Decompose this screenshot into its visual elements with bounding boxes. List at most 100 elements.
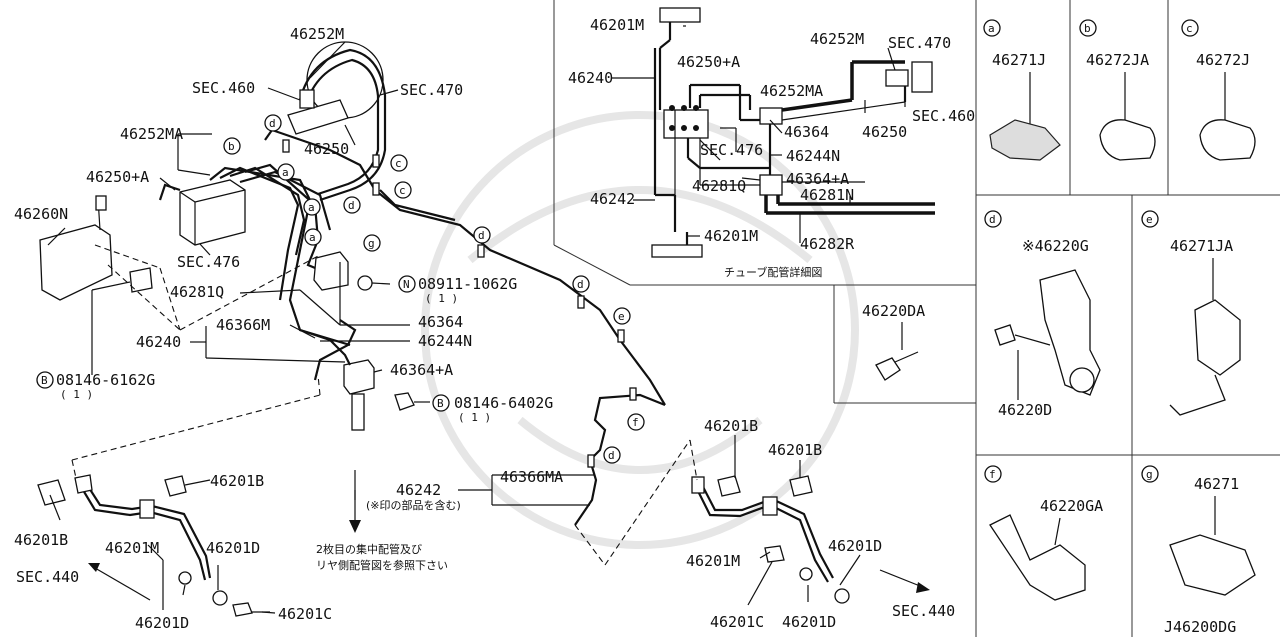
label-bolt-2: 08146-6402G: [454, 394, 553, 412]
label-46201M: 46201M: [105, 539, 159, 557]
svg-text:g: g: [1146, 468, 1153, 481]
inset-sec470: SEC.470: [888, 34, 951, 52]
inset-labels: 46201M 46240 46250+A 46252M SEC.470 4625…: [568, 16, 975, 279]
svg-text:a: a: [282, 166, 289, 179]
callout-c: c: [390, 154, 408, 172]
svg-text:46271: 46271: [1194, 475, 1239, 493]
label-46201M: 46201M: [686, 552, 740, 570]
svg-text:d: d: [989, 213, 996, 226]
label-46260N: 46260N: [14, 205, 68, 223]
leader-lines: [47, 25, 906, 614]
label-46201C: 46201C: [278, 605, 332, 623]
inset-46252M: 46252M: [810, 30, 864, 48]
label-46244N: 46244N: [418, 332, 472, 350]
side-part-b: b 46272JA: [1079, 19, 1156, 161]
callout-a: a: [277, 163, 295, 181]
svg-text:f: f: [632, 416, 639, 429]
callout-d: d: [264, 114, 282, 132]
svg-text:46220GA: 46220GA: [1040, 497, 1103, 515]
label-46201D: 46201D: [206, 539, 260, 557]
main-labels: 46252M SEC.460 SEC.470 46252MA 46250 462…: [14, 25, 955, 632]
label-46201B: 46201B: [210, 472, 264, 490]
label-46201C: 46201C: [710, 613, 764, 631]
side-part-a: a 46271J: [983, 19, 1061, 161]
note-rear-line-2: リヤ側配管図を参照下さい: [316, 558, 448, 572]
svg-text:a: a: [988, 22, 995, 35]
inset-46364: 46364: [784, 123, 829, 141]
inset-46240: 46240: [568, 69, 613, 87]
label-46242: 46242: [396, 481, 441, 499]
callout-d: d: [473, 226, 491, 244]
side-part-f: f 46220GA: [984, 465, 1103, 601]
callout-a: a: [303, 198, 321, 216]
callout-letters: d b c a c d a a g d d e f d: [223, 114, 645, 464]
arrow-icon: [88, 470, 930, 601]
circled-b-bolt-icon: B: [432, 394, 450, 412]
label-sec440: SEC.440: [892, 602, 955, 620]
label-46201D: 46201D: [828, 537, 882, 555]
side-part-e: e 46271JA: [1141, 210, 1241, 416]
label-46366MA: 46366MA: [500, 468, 563, 486]
side-part-bolt: 46220DA: [862, 302, 925, 381]
svg-text:46271J: 46271J: [992, 51, 1046, 69]
label-46201B: 46201B: [14, 531, 68, 549]
svg-text:e: e: [1146, 213, 1153, 226]
callout-e: e: [613, 307, 631, 325]
note-rear-line-1: 2枚目の集中配管及び: [316, 542, 422, 556]
svg-text:g: g: [368, 237, 375, 250]
label-46364-plus-a: 46364+A: [390, 361, 453, 379]
side-part-c: c 46272J: [1181, 19, 1256, 161]
inset-46281N: 46281N: [800, 186, 854, 204]
label-46201D: 46201D: [135, 614, 189, 632]
side-part-d: d ※46220G 46220D: [984, 210, 1101, 419]
svg-text:N: N: [403, 278, 410, 291]
label-46201D: 46201D: [782, 613, 836, 631]
svg-text:B: B: [41, 374, 48, 387]
label-46364: 46364: [418, 313, 463, 331]
label-bolt-1: 08146-6162G: [56, 371, 155, 389]
label-sec476: SEC.476: [177, 253, 240, 271]
inset-46201M-bottom: 46201M: [704, 227, 758, 245]
circled-b-bolt-icon: B: [36, 371, 54, 389]
label-note-includes: (※印の部品を含む): [366, 498, 461, 512]
svg-text:c: c: [395, 157, 402, 170]
svg-text:※46220G: ※46220G: [1022, 237, 1089, 255]
svg-text:46220D: 46220D: [998, 401, 1052, 419]
side-part-g: g 46271: [1141, 465, 1256, 596]
svg-text:46271JA: 46271JA: [1170, 237, 1233, 255]
inset-caption: チューブ配管詳細図: [724, 265, 822, 279]
svg-text:d: d: [269, 117, 276, 130]
panel-frames: [553, 0, 1280, 637]
label-nut-qty: ( 1 ): [425, 292, 458, 305]
label-46252M: 46252M: [290, 25, 344, 43]
label-46201B: 46201B: [768, 441, 822, 459]
inset-46281Q: 46281Q: [692, 177, 746, 195]
label-46250: 46250: [304, 140, 349, 158]
nissan-watermark: [421, 111, 859, 549]
svg-text:d: d: [577, 278, 584, 291]
label-46366M: 46366M: [216, 316, 270, 334]
svg-text:c: c: [399, 184, 406, 197]
callout-c: c: [394, 181, 412, 199]
svg-text:46272J: 46272J: [1196, 51, 1250, 69]
label-sec440: SEC.440: [16, 568, 79, 586]
svg-text:B: B: [437, 397, 444, 410]
label-46252MA: 46252MA: [120, 125, 183, 143]
label-sec460: SEC.460: [192, 79, 255, 97]
svg-text:46272JA: 46272JA: [1086, 51, 1149, 69]
callout-d: d: [572, 275, 590, 293]
svg-text:b: b: [1084, 22, 1091, 35]
svg-text:d: d: [348, 199, 355, 212]
label-46281Q: 46281Q: [170, 283, 224, 301]
svg-text:e: e: [618, 310, 625, 323]
inset-46364-plus-a: 46364+A: [786, 170, 849, 188]
callout-b: b: [223, 137, 241, 155]
callout-a: a: [304, 228, 322, 246]
diagram-id: J46200DG: [1164, 618, 1236, 636]
label-nut: 08911-1062G: [418, 275, 517, 293]
inset-46282R: 46282R: [800, 235, 855, 253]
label-46250-plus-a: 46250+A: [86, 168, 149, 186]
label-bolt-1-qty: ( 1 ): [60, 388, 93, 401]
callout-f: f: [627, 413, 645, 431]
